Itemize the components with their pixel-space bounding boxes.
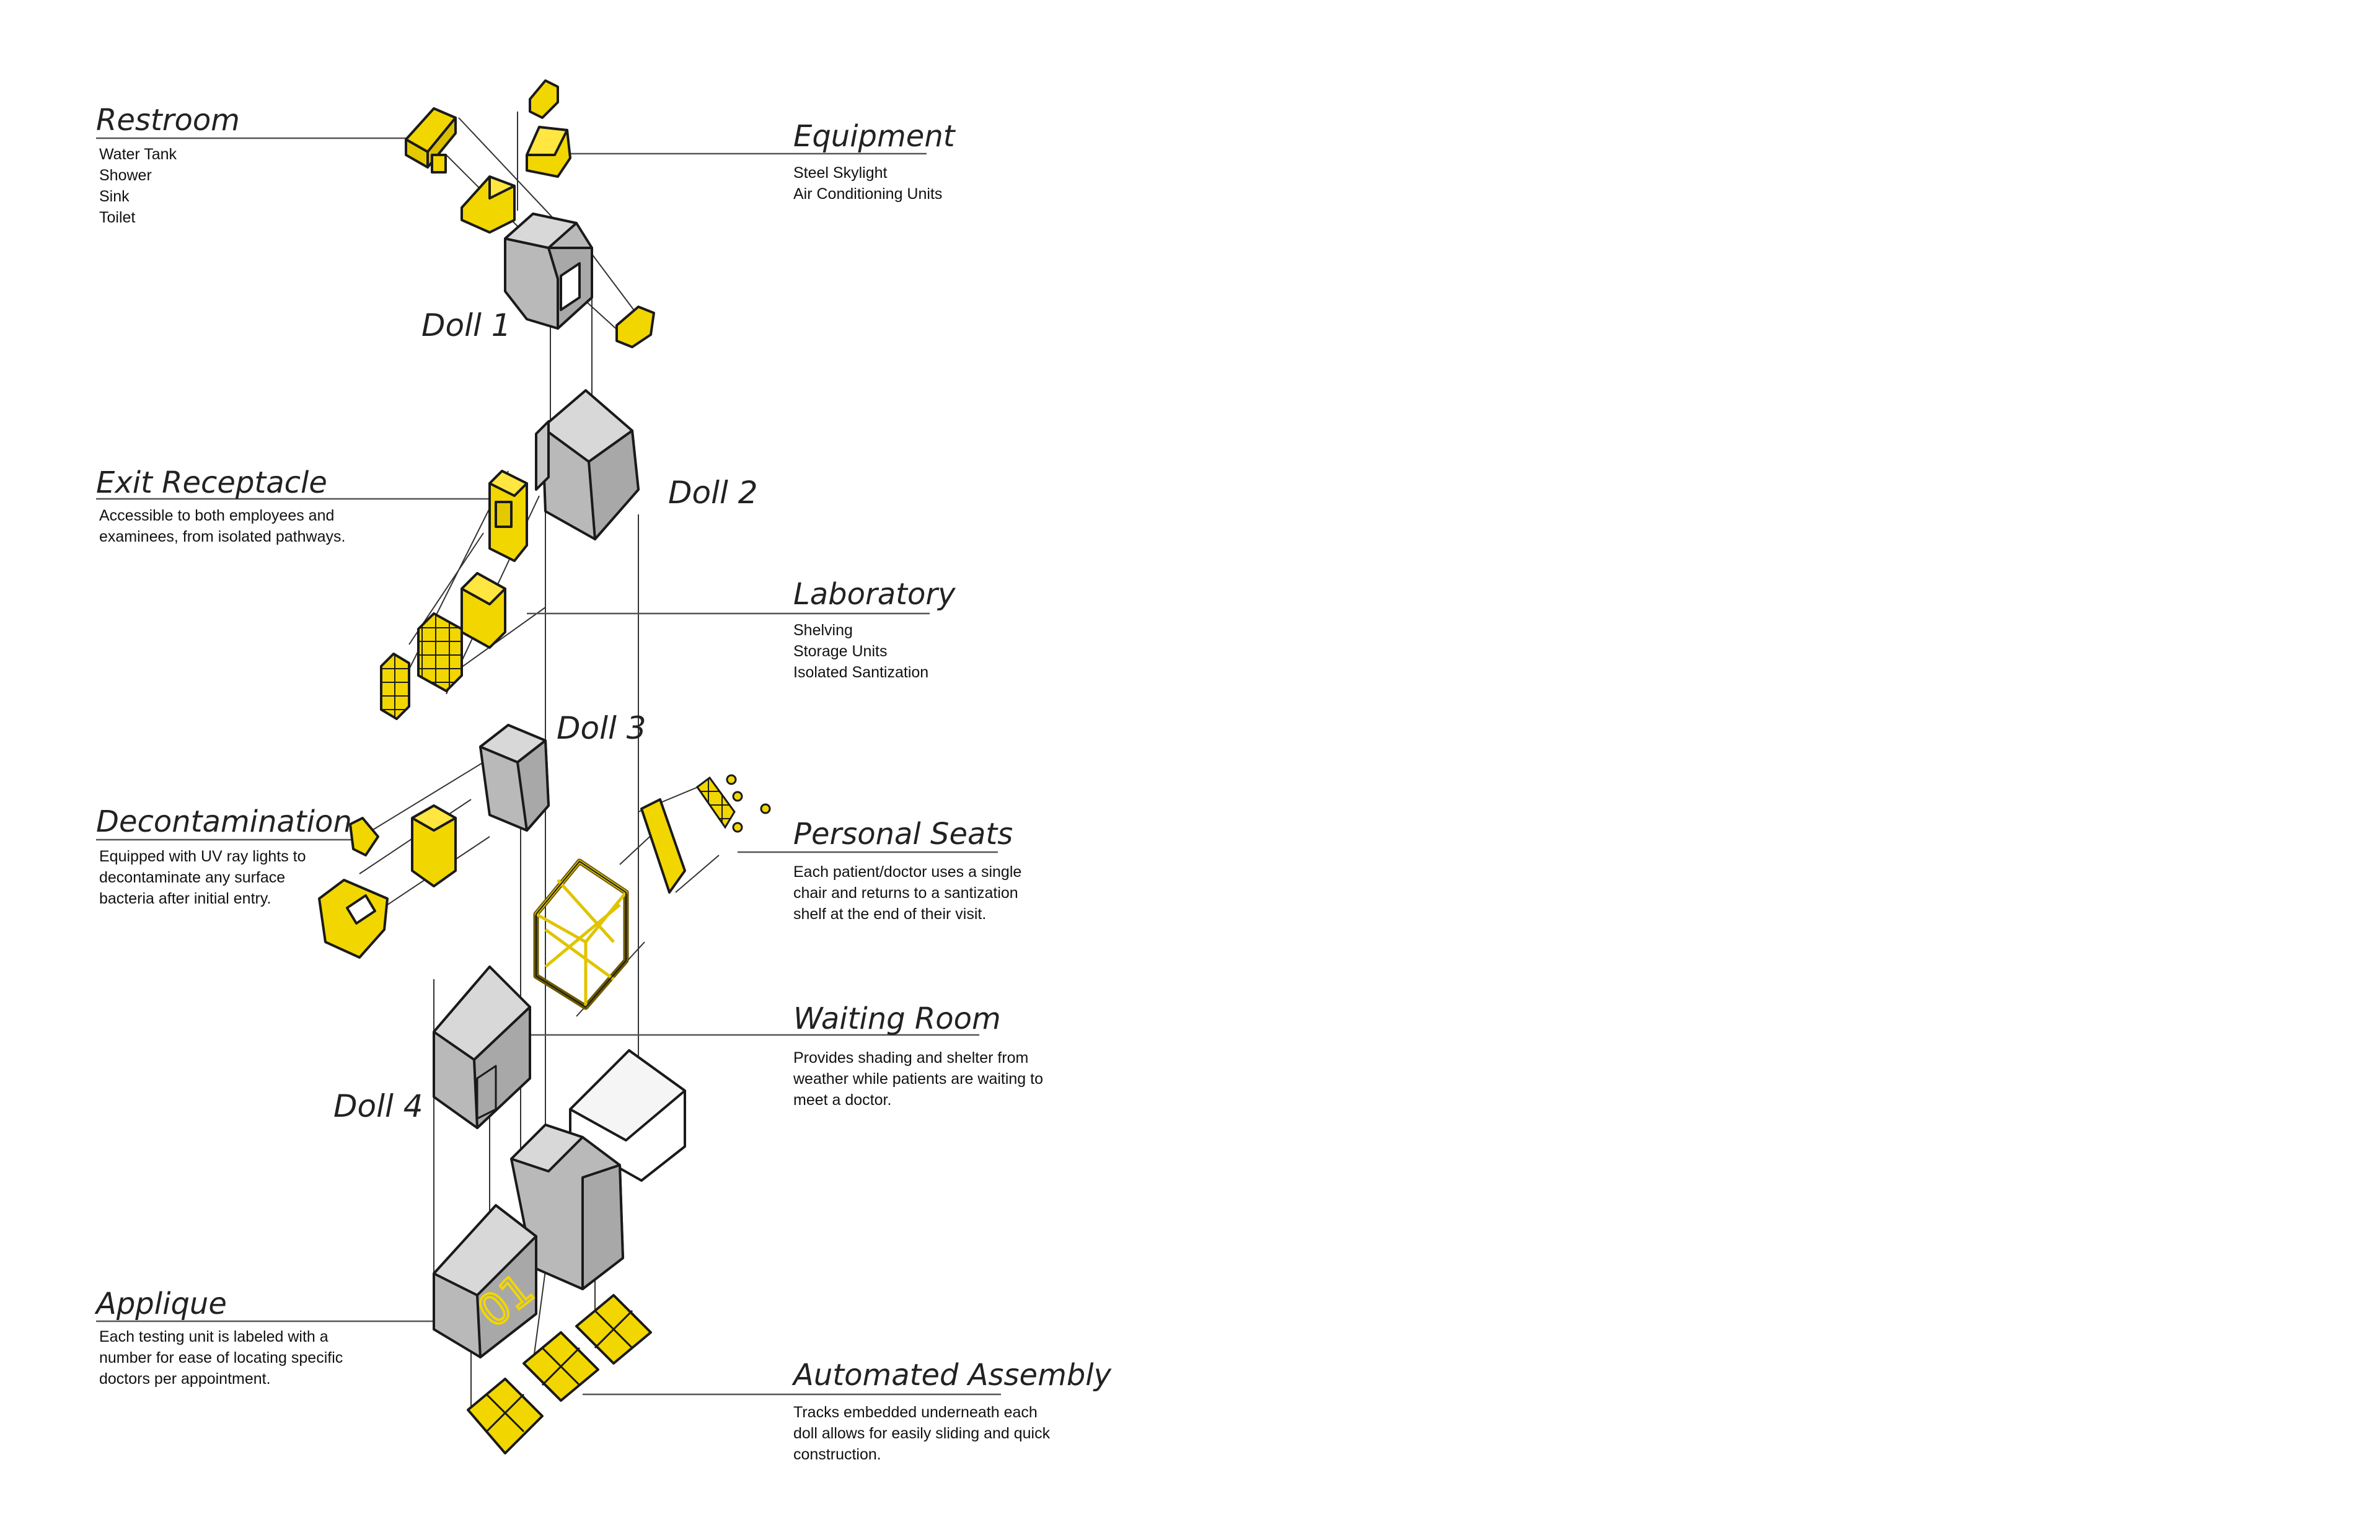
applique-description: Each testing unit is labeled with a numb…	[99, 1328, 343, 1388]
decontamination-description: Equipped with UV ray lights to decontami…	[99, 848, 306, 907]
doll-4-label: Doll 4	[333, 1088, 423, 1124]
laboratory-heading: Laboratory	[793, 577, 956, 612]
applique-heading: Applique	[96, 1287, 227, 1321]
equipment-units	[526, 79, 655, 348]
decontamination-units	[318, 804, 457, 959]
personal-seats-heading: Personal Seats	[793, 817, 1013, 851]
exit-receptacle-heading: Exit Receptacle	[96, 465, 327, 500]
laboratory-description: Shelving Storage Units Isolated Santizat…	[793, 622, 929, 681]
assembly-tracks	[467, 1294, 652, 1454]
waiting-room-description: Provides shading and shelter from weathe…	[793, 1049, 1044, 1109]
personal-seats	[695, 774, 771, 833]
leader-lines	[96, 137, 1001, 1396]
personal-seats-description: Each patient/doctor uses a single chair …	[793, 863, 1022, 923]
decontamination-heading: Decontamination	[96, 804, 352, 839]
laboratory-shelving	[380, 572, 506, 720]
seat-shelf	[640, 798, 686, 894]
waiting-room-frame	[533, 858, 629, 1010]
exit-receptacle	[488, 470, 528, 562]
doll-2-shell	[535, 389, 640, 540]
exit-receptacle-description: Accessible to both employees and examine…	[99, 507, 346, 545]
waiting-room-heading: Waiting Room	[793, 1001, 1001, 1036]
doll-1-label: Doll 1	[421, 307, 511, 343]
restroom-heading: Restroom	[96, 103, 240, 138]
doll-4-shell	[433, 966, 531, 1129]
equipment-heading: Equipment	[793, 119, 955, 154]
automated-assembly-description: Tracks embedded underneath each doll all…	[793, 1404, 1051, 1463]
restroom-description: Water Tank Shower Sink Toilet	[99, 146, 177, 226]
equipment-description: Steel Skylight Air Conditioning Units	[793, 164, 943, 203]
automated-assembly-heading: Automated Assembly	[793, 1358, 1112, 1393]
assembled-dolls	[433, 1124, 624, 1358]
doll-2-label: Doll 2	[668, 475, 758, 511]
doll-1-shell	[504, 213, 593, 330]
restroom-fixtures	[405, 107, 516, 234]
doll-3-label: Doll 3	[557, 710, 646, 746]
doll-3-shell	[479, 724, 550, 832]
